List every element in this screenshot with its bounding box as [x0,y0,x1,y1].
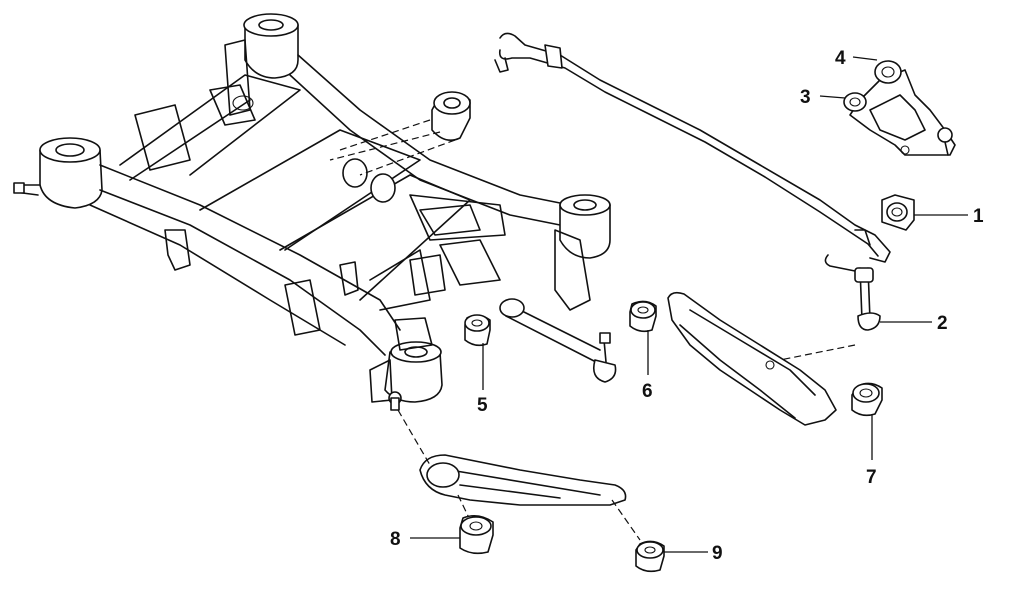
trailing-arm-rear-bushing [635,540,665,573]
callout-number-2: 2 [937,313,948,334]
lower-arm-inner-bushing [629,300,657,333]
callout-3: 3 [800,87,846,108]
callout-7: 7 [866,414,877,488]
callout-number-9: 9 [712,543,723,564]
toe-link [464,298,617,383]
subframe-lower-mount [369,341,443,411]
callout-number-4: 4 [835,48,846,69]
lower-control-arm [667,291,856,426]
callout-9: 9 [664,543,723,564]
rear-subframe [13,13,611,411]
trailing-arm-front-bushing [459,514,494,555]
subframe-right-mount [554,194,611,311]
callout-number-7: 7 [866,467,877,488]
subframe-top-mount [243,13,299,79]
callout-8: 8 [390,529,460,550]
callout-4: 4 [835,48,878,69]
subframe-bushing [329,91,471,176]
callout-number-3: 3 [800,87,811,108]
upper-control-arm [843,60,956,156]
callout-6: 6 [642,330,653,402]
lower-arm-outer-bushing [851,382,883,417]
callout-5: 5 [477,343,488,416]
callout-1: 1 [914,206,984,227]
stabilizer-bar [494,32,891,263]
trailing-arm [397,409,641,541]
callout-number-1: 1 [973,206,984,227]
stabilizer-link [824,254,881,331]
callout-number-8: 8 [390,529,401,550]
callout-number-6: 6 [642,381,653,402]
stabilizer-bushing-part [881,194,915,231]
callout-2: 2 [880,313,948,334]
subframe-left-mount [13,137,103,209]
callout-number-5: 5 [477,395,488,416]
